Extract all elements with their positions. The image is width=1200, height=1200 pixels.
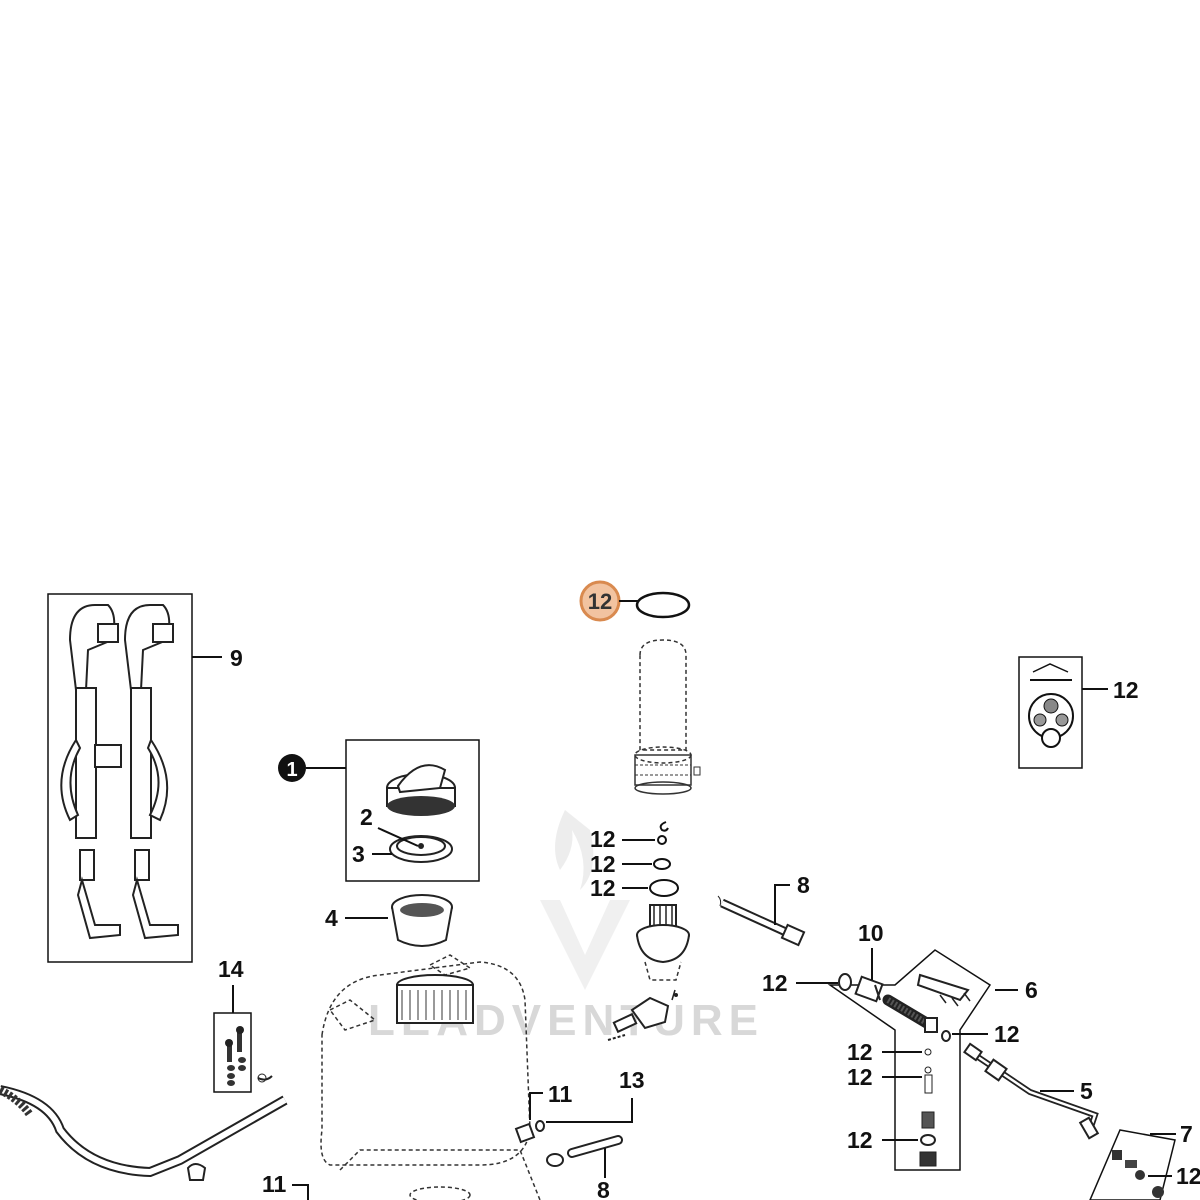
callout-1-badge [278,754,306,782]
callout-12-highlight: 12 [588,589,612,614]
o-ring-small[interactable] [653,858,671,870]
callout-12-c: 12 [590,826,616,852]
cap-gasket[interactable] [389,835,453,863]
retaining-clip[interactable] [659,821,669,832]
callout-8-top: 8 [797,872,810,898]
callout-3: 3 [352,841,365,867]
callout-12-k: 12 [1176,1163,1200,1189]
callout-6: 6 [1025,977,1038,1003]
callout-12-g: 12 [994,1021,1020,1047]
callout-11-a: 11 [548,1081,573,1107]
pump-piston[interactable] [636,904,690,981]
callout-2: 2 [360,804,373,830]
o-ring-large[interactable] [635,591,691,619]
callout-10: 10 [858,920,884,946]
pressure-chamber [634,639,701,795]
watermark-logo [540,810,630,990]
tank-cap[interactable] [386,764,456,816]
callout-8-bottom: 8 [597,1177,610,1200]
hardware-bag[interactable] [213,1012,252,1093]
spray-tank [320,954,541,1200]
callout-12-i: 12 [847,1064,873,1090]
callout-14: 14 [218,956,244,982]
callout-12-b: 12 [1113,677,1139,703]
highlighted-callout-12[interactable]: 12 [579,580,621,622]
spray-wand[interactable] [963,1042,1100,1140]
callout-12-d: 12 [590,851,616,877]
callout-1: 1 [286,759,297,781]
callout-12-j: 12 [847,1127,873,1153]
callout-12-f: 12 [762,970,788,996]
callout-12-e: 12 [590,875,616,901]
discharge-tube[interactable] [717,895,806,947]
callout-12-h: 12 [847,1039,873,1065]
callout-5: 5 [1080,1078,1093,1104]
callout-11-b: 11 [262,1171,287,1197]
o-ring-tiny[interactable] [657,835,667,845]
callout-4: 4 [325,905,338,931]
o-ring-kit-card[interactable] [1018,656,1083,769]
valve-assembly[interactable] [607,989,678,1041]
nozzle-kit[interactable] [1089,1129,1176,1200]
o-ring-medium[interactable] [649,879,679,897]
pump-handle[interactable] [0,1073,288,1181]
callout-7: 7 [1180,1121,1193,1147]
strainer-ring[interactable] [391,894,453,947]
harness-straps[interactable] [47,593,193,963]
callout-9: 9 [230,645,243,671]
shutoff-valve-kit[interactable] [827,949,992,1171]
callout-13: 13 [619,1067,645,1093]
hose-fitting[interactable] [514,1120,545,1144]
suction-hose[interactable] [546,1135,623,1167]
